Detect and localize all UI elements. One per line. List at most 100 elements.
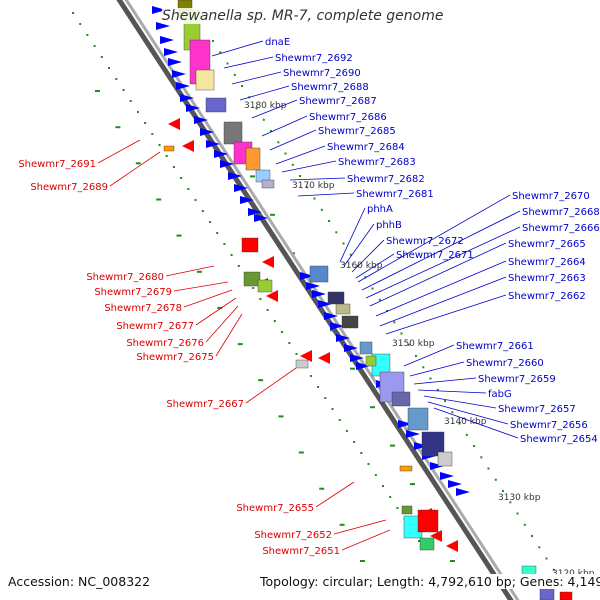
forward-gene-arrow (214, 150, 228, 158)
gc-dot-left (259, 298, 262, 300)
reverse-gene-label[interactable]: Shewmr7_2677 (116, 321, 194, 332)
gc-dot-right (400, 332, 403, 335)
reverse-gene-label[interactable]: Shewmr7_2651 (262, 546, 340, 557)
reverse-gene-arrow (430, 530, 442, 542)
forward-label-leader (427, 401, 509, 425)
reverse-gene-label[interactable]: Shewmr7_2689 (30, 182, 108, 193)
gc-dot-right (299, 175, 301, 177)
forward-label-leader (281, 160, 337, 173)
forward-gene-label[interactable]: Shewmr7_2668 (522, 207, 600, 218)
gc-dash-left (176, 234, 182, 237)
reverse-gene-label[interactable]: Shewmr7_2691 (18, 159, 96, 170)
forward-gene-label[interactable]: Shewmr7_2659 (478, 374, 556, 385)
gc-dash-left (196, 270, 202, 273)
forward-label-leader (403, 344, 455, 367)
reverse-gene-arrow (318, 352, 330, 364)
reverse-gene-label[interactable]: Shewmr7_2652 (254, 530, 332, 541)
forward-label-leader (251, 99, 298, 119)
gc-dot-right (393, 321, 396, 324)
reverse-label-leader (215, 313, 243, 357)
gc-dash-left (278, 415, 284, 418)
forward-gene-label[interactable]: Shewmr7_2654 (520, 434, 598, 445)
forward-gene-label[interactable]: Shewmr7_2681 (356, 189, 434, 200)
gc-dot-left (288, 342, 291, 344)
gc-dot-left (295, 353, 298, 355)
reverse-gene-label[interactable]: Shewmr7_2678 (104, 303, 182, 314)
forward-label-leader (343, 223, 375, 267)
forward-gene-arrow (330, 322, 344, 330)
forward-gene-arrow (228, 172, 242, 180)
forward-label-leader (361, 210, 521, 291)
forward-gene-label[interactable]: Shewmr7_2672 (386, 236, 464, 247)
forward-gene-label[interactable]: Shewmr7_2666 (522, 223, 600, 234)
reverse-label-leader (245, 367, 297, 404)
forward-gene-label[interactable]: Shewmr7_2685 (318, 126, 396, 137)
forward-gene-label[interactable]: Shewmr7_2657 (498, 404, 576, 415)
forward-gene-label[interactable]: Shewmr7_2671 (396, 250, 474, 261)
reverse-gene-label[interactable]: Shewmr7_2675 (136, 352, 214, 363)
forward-gene-label[interactable]: Shewmr7_2688 (291, 82, 369, 93)
forward-gene-label[interactable]: dnaE (265, 37, 290, 48)
forward-label-leader (357, 194, 511, 283)
gc-dash-right (270, 213, 275, 216)
gc-dot-left (418, 540, 420, 542)
gc-dot-right (212, 40, 214, 42)
gc-dash-left (319, 487, 325, 490)
gc-dot-left (216, 232, 219, 234)
forward-label-leader (355, 253, 395, 279)
gc-dot-left (180, 177, 183, 179)
forward-gene-label[interactable]: Shewmr7_2690 (283, 68, 361, 79)
gc-dot-right (371, 287, 374, 290)
forward-gene-label[interactable]: Shewmr7_2683 (338, 157, 416, 168)
forward-gene-arrow (336, 334, 350, 342)
reverse-gene-label[interactable]: Shewmr7_2680 (86, 272, 164, 283)
forward-gene-label[interactable]: Shewmr7_2670 (512, 191, 590, 202)
kbp-tick-label: 3170 kbp (292, 181, 335, 191)
forward-label-leader (423, 395, 497, 409)
gene-block (421, 431, 445, 457)
reverse-label-leader (315, 481, 355, 508)
reverse-gene-label[interactable]: Shewmr7_2667 (166, 399, 244, 410)
reverse-gene-arrow (266, 290, 278, 302)
forward-gene-label[interactable]: Shewmr7_2663 (508, 273, 586, 284)
reverse-gene-arrow (182, 140, 194, 152)
forward-gene-label[interactable]: fabG (488, 389, 512, 400)
gc-dot-right (219, 51, 222, 54)
accession-text: Accession: NC_008322 (8, 574, 151, 589)
reverse-gene-label[interactable]: Shewmr7_2655 (236, 503, 314, 514)
gc-dash-left (237, 343, 243, 346)
forward-gene-label[interactable]: Shewmr7_2664 (508, 257, 586, 268)
gc-dot-left (100, 56, 103, 58)
forward-gene-label[interactable]: phhB (376, 220, 402, 231)
gene-block (205, 97, 227, 113)
forward-gene-label[interactable]: phhA (367, 204, 393, 215)
forward-gene-label[interactable]: Shewmr7_2684 (327, 142, 405, 153)
forward-gene-label[interactable]: Shewmr7_2686 (309, 112, 387, 123)
forward-gene-label[interactable]: Shewmr7_2660 (466, 358, 544, 369)
gc-dot-right (552, 568, 555, 571)
reverse-gene-block (241, 237, 259, 253)
gc-dot-left (360, 452, 363, 454)
forward-label-leader (375, 260, 507, 317)
forward-gene-label[interactable]: Shewmr7_2665 (508, 239, 586, 250)
gc-dot-left (331, 408, 334, 410)
forward-gene-label[interactable]: Shewmr7_2692 (275, 53, 353, 64)
gc-dot-left (338, 419, 341, 421)
forward-gene-label[interactable]: Shewmr7_2682 (347, 174, 425, 185)
forward-label-leader (289, 177, 346, 181)
gc-dot-right (509, 501, 512, 504)
gc-dash-right (250, 175, 255, 178)
gc-dash-left (156, 198, 162, 201)
forward-gene-label[interactable]: Shewmr7_2662 (508, 291, 586, 302)
gc-dash-left (115, 126, 121, 129)
gc-dot-left (266, 309, 269, 311)
forward-gene-label[interactable]: Shewmr7_2687 (299, 96, 377, 107)
forward-gene-label[interactable]: Shewmr7_2656 (510, 420, 588, 431)
forward-gene-label[interactable]: Shewmr7_2661 (456, 341, 534, 352)
gc-dot-left (345, 430, 348, 432)
forward-gene-arrow (350, 354, 364, 362)
forward-gene-arrow (248, 208, 262, 216)
reverse-gene-label[interactable]: Shewmr7_2679 (94, 287, 172, 298)
gc-dot-right (342, 242, 345, 245)
reverse-gene-label[interactable]: Shewmr7_2676 (126, 338, 204, 349)
